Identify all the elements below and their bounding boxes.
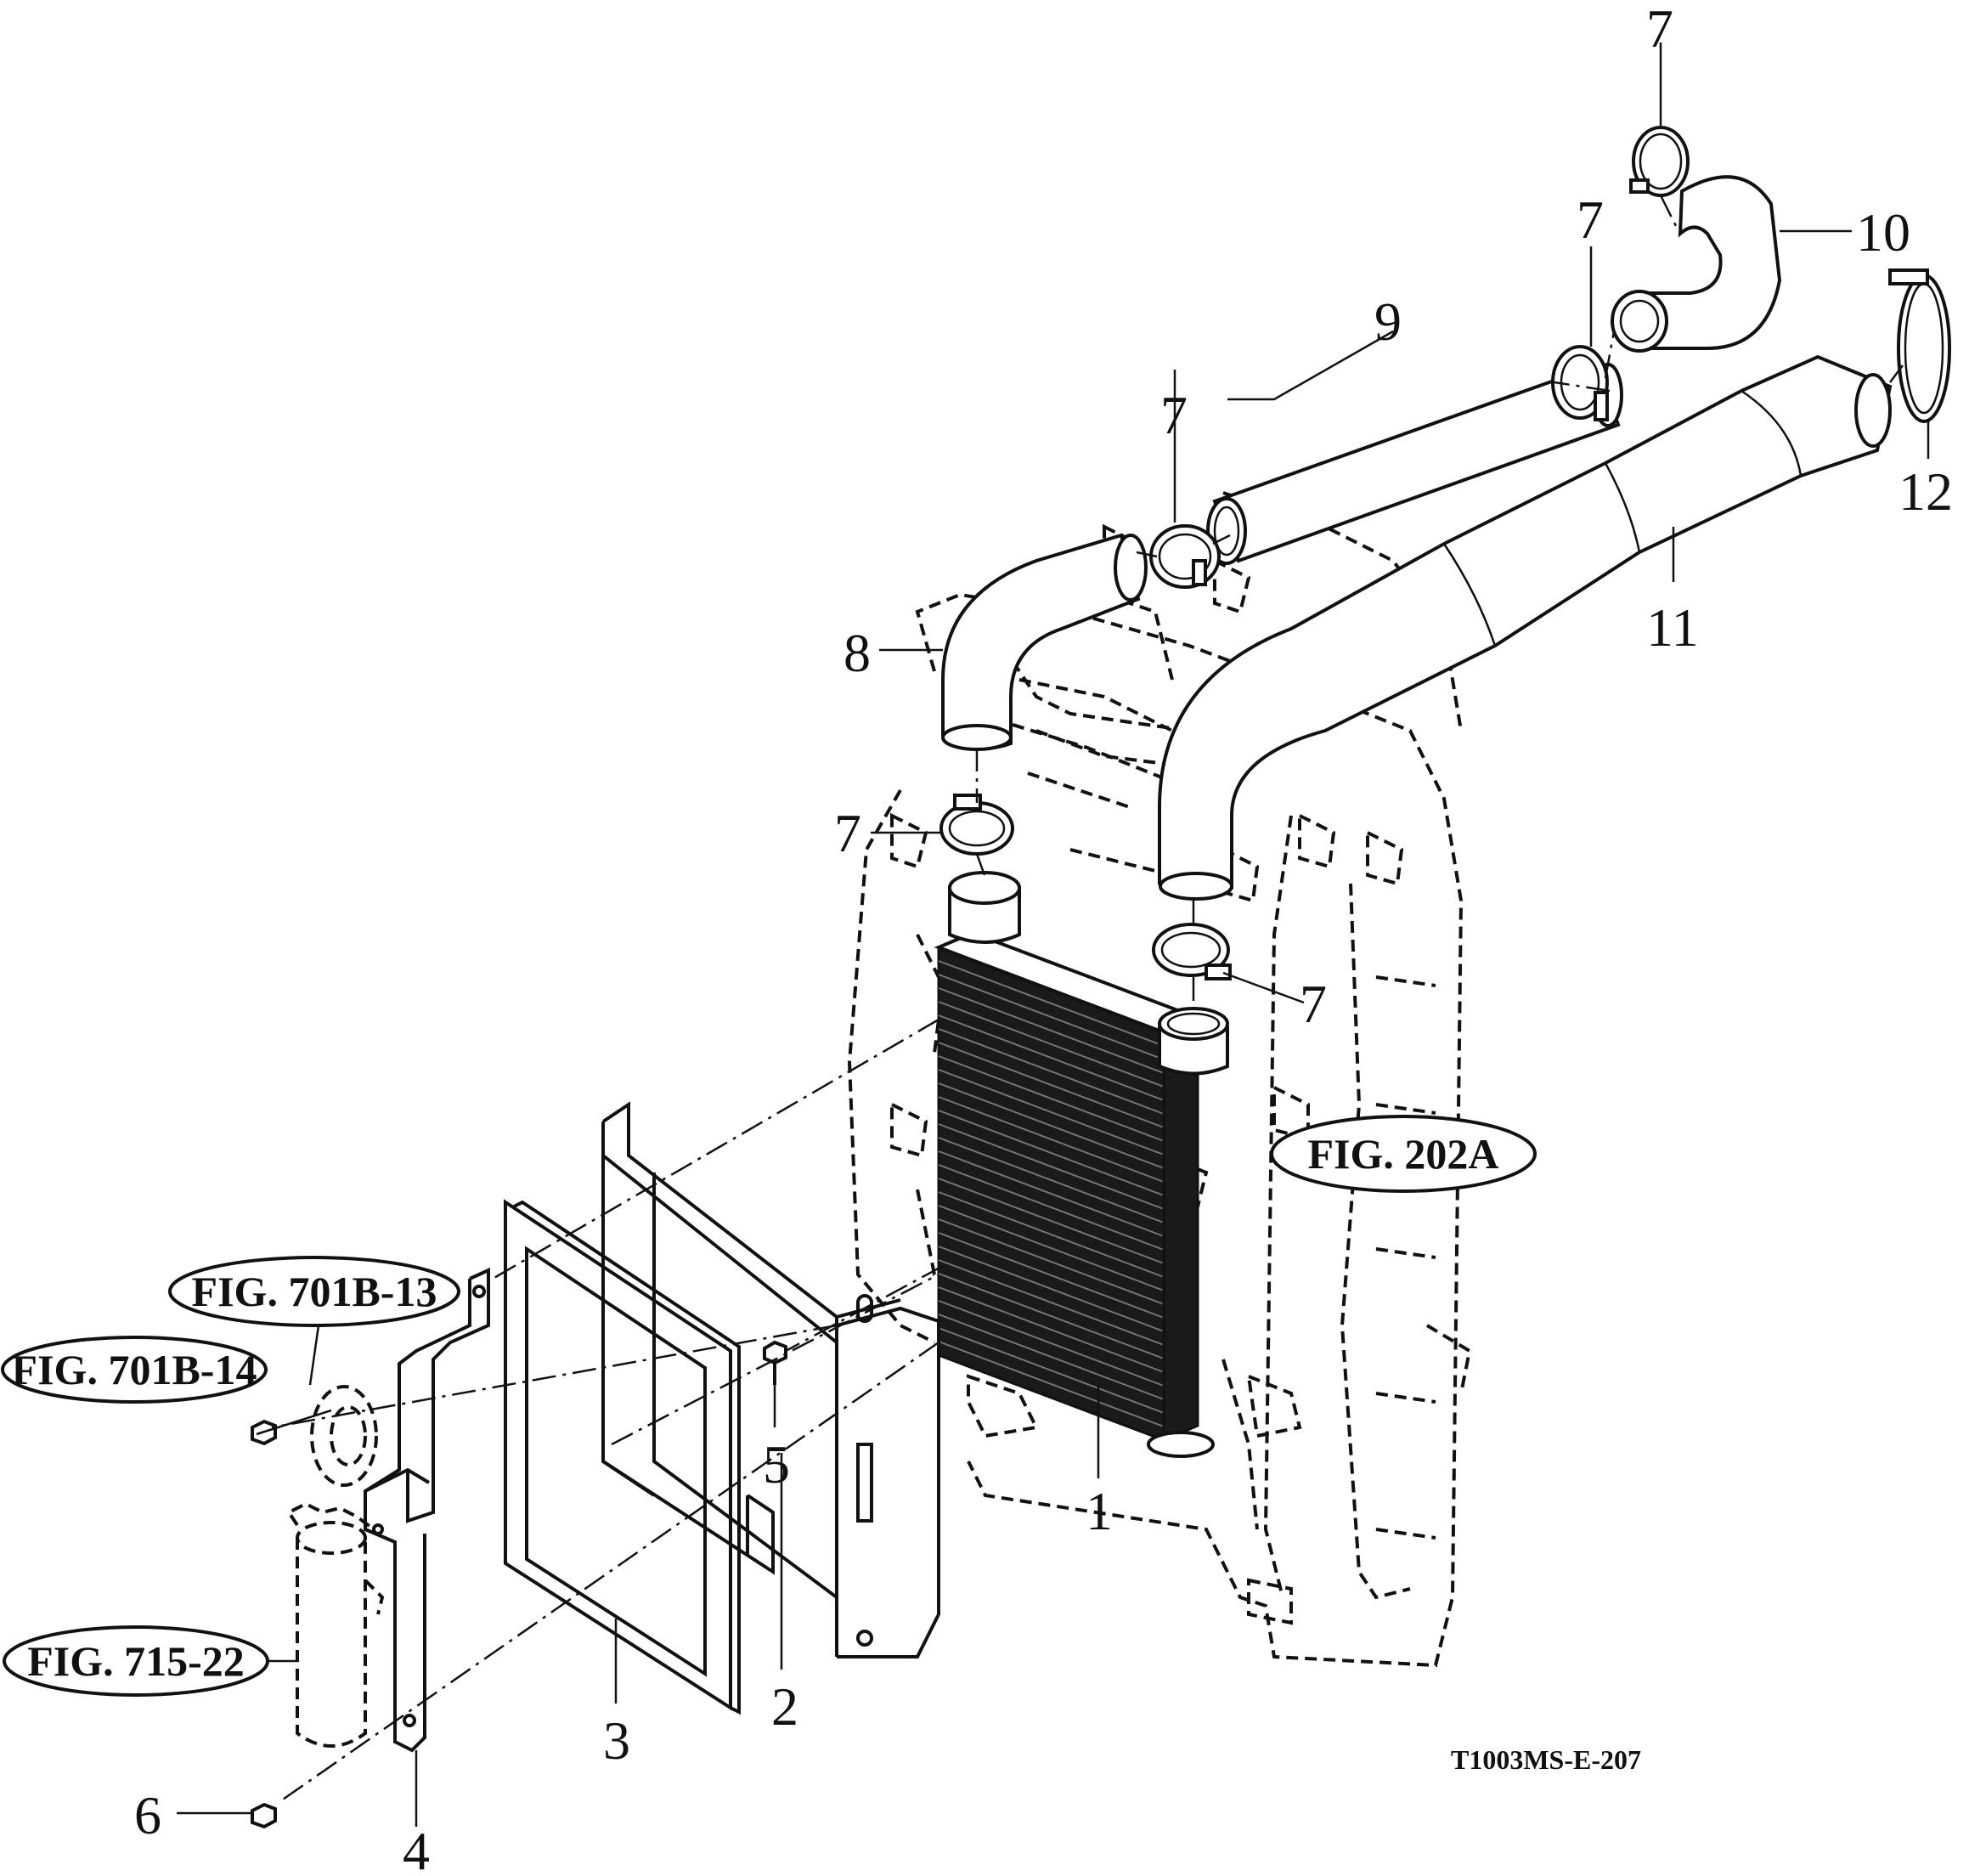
callout-1: 1 — [1086, 1481, 1113, 1541]
callout-7-left: 7 — [834, 803, 861, 863]
callout-11: 11 — [1646, 597, 1699, 658]
core-fin — [938, 1273, 1165, 1359]
core-fin — [938, 1123, 1165, 1210]
leader-lines — [177, 42, 1930, 1827]
callout-4: 4 — [403, 1821, 430, 1876]
ref-fig-701b-13-label: FIG. 701B-13 — [192, 1268, 437, 1315]
core-fin — [938, 1300, 1165, 1387]
radiator-frame-phantom — [847, 491, 1472, 1668]
core-fin — [938, 1246, 1165, 1332]
core-fins — [938, 960, 1165, 1427]
core-fin — [938, 1055, 1165, 1142]
core-fin — [938, 1164, 1165, 1251]
core-fin — [938, 1042, 1165, 1128]
ref-fig-202a: FIG. 202A — [1270, 1115, 1537, 1193]
callout-7-top: 7 — [1646, 0, 1673, 59]
core-fin — [938, 1178, 1165, 1264]
bracket-4 — [364, 1267, 490, 1753]
core-fin — [938, 1082, 1165, 1169]
intercooler-core — [934, 871, 1229, 1458]
callout-9: 9 — [1374, 291, 1402, 352]
ref-fig-715-22-label: FIG. 715-22 — [27, 1637, 245, 1685]
core-fin — [938, 1096, 1165, 1183]
clamp-7-left — [939, 794, 1014, 856]
ref-fig-202a-label: FIG. 202A — [1308, 1130, 1499, 1178]
ref-fig-701b-14: FIG. 701B-14 — [1, 1336, 268, 1404]
clamp-12 — [1888, 268, 1951, 423]
core-fin — [938, 1314, 1165, 1400]
callout-8: 8 — [843, 623, 871, 683]
bolt-6 — [251, 1802, 277, 1829]
core-fin — [938, 960, 1165, 1047]
clamp-7-top — [1629, 126, 1690, 197]
clamp-7-right — [1152, 923, 1232, 980]
elbow-10 — [1611, 175, 1782, 353]
clamp-7-mid — [1149, 524, 1221, 589]
callout-12: 12 — [1898, 461, 1953, 522]
duct-11 — [1158, 354, 1893, 901]
core-fin — [938, 1232, 1165, 1319]
core-fin — [938, 1191, 1165, 1278]
callout-5: 5 — [763, 1434, 790, 1495]
chain-lines — [271, 195, 1904, 1803]
callout-numbers: 1 2 3 4 5 6 7 7 7 7 7 8 9 10 11 12 — [134, 0, 1953, 1876]
frame-3 — [504, 1199, 741, 1715]
core-fin — [938, 974, 1165, 1060]
core-fin — [938, 1218, 1165, 1305]
core-fin — [938, 1286, 1165, 1373]
core-fin — [938, 1028, 1165, 1115]
callout-3: 3 — [603, 1710, 630, 1771]
ref-fig-701b-14-label: FIG. 701B-14 — [12, 1346, 257, 1393]
core-fin — [938, 1327, 1165, 1414]
phantom-disc-701b13 — [310, 1385, 378, 1487]
core-fin — [938, 1137, 1165, 1223]
callout-2: 2 — [771, 1676, 798, 1737]
core-fin — [938, 1110, 1165, 1196]
bracket-2 — [601, 1101, 940, 1658]
core-fin — [938, 1069, 1165, 1156]
core-fin — [938, 1259, 1165, 1346]
callout-6: 6 — [134, 1785, 161, 1845]
bolt-5 — [763, 1340, 787, 1385]
phantom-receiver-drier-715-22 — [286, 1501, 385, 1748]
callout-10: 10 — [1856, 202, 1910, 263]
core-fin — [938, 1150, 1165, 1237]
callout-7-right: 7 — [1300, 974, 1327, 1034]
ref-fig-701b-13: FIG. 701B-13 — [168, 1256, 460, 1327]
drawing-code: T1003MS-E-207 — [1451, 1744, 1641, 1775]
core-fin — [938, 1205, 1165, 1291]
core-fin — [938, 987, 1165, 1074]
core-fin — [938, 1001, 1165, 1088]
duct-8 — [941, 533, 1148, 751]
callout-7-mid: 7 — [1160, 385, 1188, 445]
callout-7-upper: 7 — [1577, 189, 1604, 250]
core-fin — [938, 1341, 1165, 1427]
core-fin — [938, 1014, 1165, 1101]
ref-fig-715-22: FIG. 715-22 — [3, 1625, 269, 1697]
